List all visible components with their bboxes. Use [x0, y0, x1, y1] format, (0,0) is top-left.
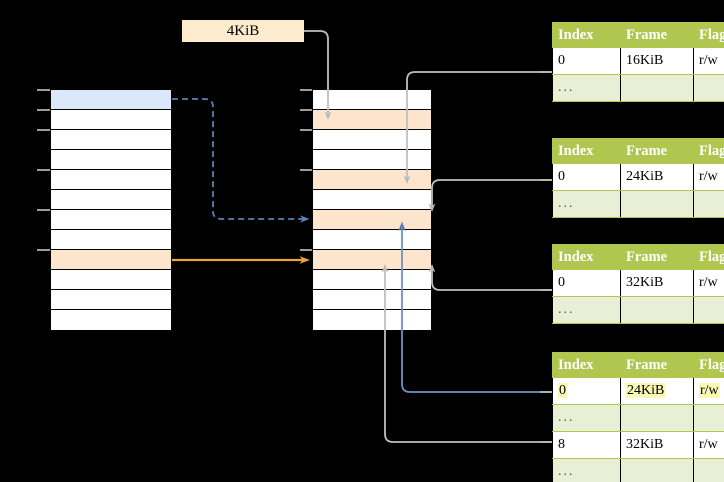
- virtual-block-ticks: [37, 89, 50, 251]
- virtual-to-physical-dashed-arrow: [172, 98, 310, 223]
- virtual-address-space-row-11: [51, 310, 171, 330]
- pt2-frame-wire: [428, 179, 552, 212]
- page-table-4-cell-frame: [620, 404, 694, 432]
- physical-memory-row-0: [313, 90, 431, 110]
- page-table-4-row-1: ...: [552, 404, 724, 432]
- physical-memory-row-6: [313, 210, 431, 230]
- physical-block-ticks: [300, 89, 312, 251]
- page-table-2-cell-index: ...: [552, 190, 621, 218]
- page-table-2-cell-frame: 24KiB: [620, 163, 694, 191]
- physical-memory-row-1: [313, 110, 431, 130]
- virtual-address-space-row-0: [51, 90, 171, 110]
- page-table-4-row-3: ...: [552, 458, 724, 482]
- physical-memory-row-3: [313, 150, 431, 170]
- virtual-address-space-row-8: [51, 250, 171, 270]
- page-table-2: IndexFrameFlags024KiBr/w...: [552, 138, 724, 218]
- page-table-2-header-flags: Flags: [693, 138, 724, 164]
- page-table-4-cell-index: ...: [552, 458, 621, 482]
- page-table-4-cell-flags: r/w: [693, 377, 724, 405]
- virtual-address-space-row-7: [51, 230, 171, 250]
- page-table-2-cell-index: 0: [552, 163, 621, 191]
- page-table-1-cell-flags: r/w: [693, 47, 724, 75]
- page-table-4-header-index: Index: [552, 352, 621, 378]
- page-table-3-cell-frame: 32KiB: [620, 269, 694, 297]
- virtual-address-space-row-2: [51, 130, 171, 150]
- physical-memory-row-10: [313, 290, 431, 310]
- page-table-1-cell-index: 0: [552, 47, 621, 75]
- virtual-address-space-row-3: [51, 150, 171, 170]
- page-table-1-row-1: ...: [552, 74, 724, 102]
- virtual-address-space-row-10: [51, 290, 171, 310]
- page-table-4-cell-frame: 24KiB: [620, 377, 694, 405]
- page-table-3-header-frame: Frame: [620, 244, 694, 270]
- page-table-3-cell-index: ...: [552, 296, 621, 324]
- page-table-4-cell-frame: [620, 458, 694, 482]
- page-table-2-cell-flags: [693, 190, 724, 218]
- physical-memory-block: [312, 89, 432, 330]
- page-table-3-header-flags: Flags: [693, 244, 724, 270]
- page-table-3: IndexFrameFlags032KiBr/w...: [552, 244, 724, 324]
- page-table-2-header-index: Index: [552, 138, 621, 164]
- page-table-1-header-index: Index: [552, 22, 621, 48]
- physical-memory-row-5: [313, 190, 431, 210]
- virtual-address-space-row-1: [51, 110, 171, 130]
- physical-memory-row-8: [313, 250, 431, 270]
- page-table-1-cell-flags: [693, 74, 724, 102]
- virtual-address-space-row-5: [51, 190, 171, 210]
- page-table-4-cell-flags: r/w: [693, 431, 724, 459]
- physical-memory-row-9: [313, 270, 431, 290]
- page-table-1-header-frame: Frame: [620, 22, 694, 48]
- page-table-1: IndexFrameFlags016KiBr/w...: [552, 22, 724, 102]
- physical-memory-row-11: [313, 310, 431, 330]
- pt3-frame-wire: [428, 264, 552, 291]
- page-table-4-cell-flags: [693, 458, 724, 482]
- page-table-4-cell-index: 8: [552, 431, 621, 459]
- page-table-1-cell-frame: 16KiB: [620, 47, 694, 75]
- page-table-4-header-frame: Frame: [620, 352, 694, 378]
- virtual-address-space-block: [50, 89, 172, 330]
- page-table-3-cell-flags: r/w: [693, 269, 724, 297]
- page-table-1-cell-index: ...: [552, 74, 621, 102]
- page-table-3-cell-index: 0: [552, 269, 621, 297]
- page-size-label: 4KiB: [182, 20, 304, 42]
- page-table-2-cell-frame: [620, 190, 694, 218]
- page-table-2-row-1: ...: [552, 190, 724, 218]
- virtual-address-space-row-6: [51, 210, 171, 230]
- physical-memory-row-7: [313, 230, 431, 250]
- page-table-3-row-1: ...: [552, 296, 724, 324]
- virtual-address-space-row-9: [51, 270, 171, 290]
- physical-memory-row-4: [313, 170, 431, 190]
- page-table-3-cell-frame: [620, 296, 694, 324]
- page-table-4: IndexFrameFlags024KiBr/w...832KiBr/w...: [552, 352, 724, 482]
- page-table-3-cell-flags: [693, 296, 724, 324]
- page-table-4-cell-index: ...: [552, 404, 621, 432]
- page-table-2-header-frame: Frame: [620, 138, 694, 164]
- page-table-4-cell-flags: [693, 404, 724, 432]
- page-table-3-header-index: Index: [552, 244, 621, 270]
- page-table-1-cell-frame: [620, 74, 694, 102]
- page-table-4-cell-frame: 32KiB: [620, 431, 694, 459]
- page-table-4-cell-index: 0: [552, 377, 621, 405]
- page-table-1-header-flags: Flags: [693, 22, 724, 48]
- page-table-4-header-flags: Flags: [693, 352, 724, 378]
- virtual-address-space-row-4: [51, 170, 171, 190]
- physical-memory-row-2: [313, 130, 431, 150]
- page-table-2-cell-flags: r/w: [693, 163, 724, 191]
- table-entry-underlines: [540, 71, 552, 443]
